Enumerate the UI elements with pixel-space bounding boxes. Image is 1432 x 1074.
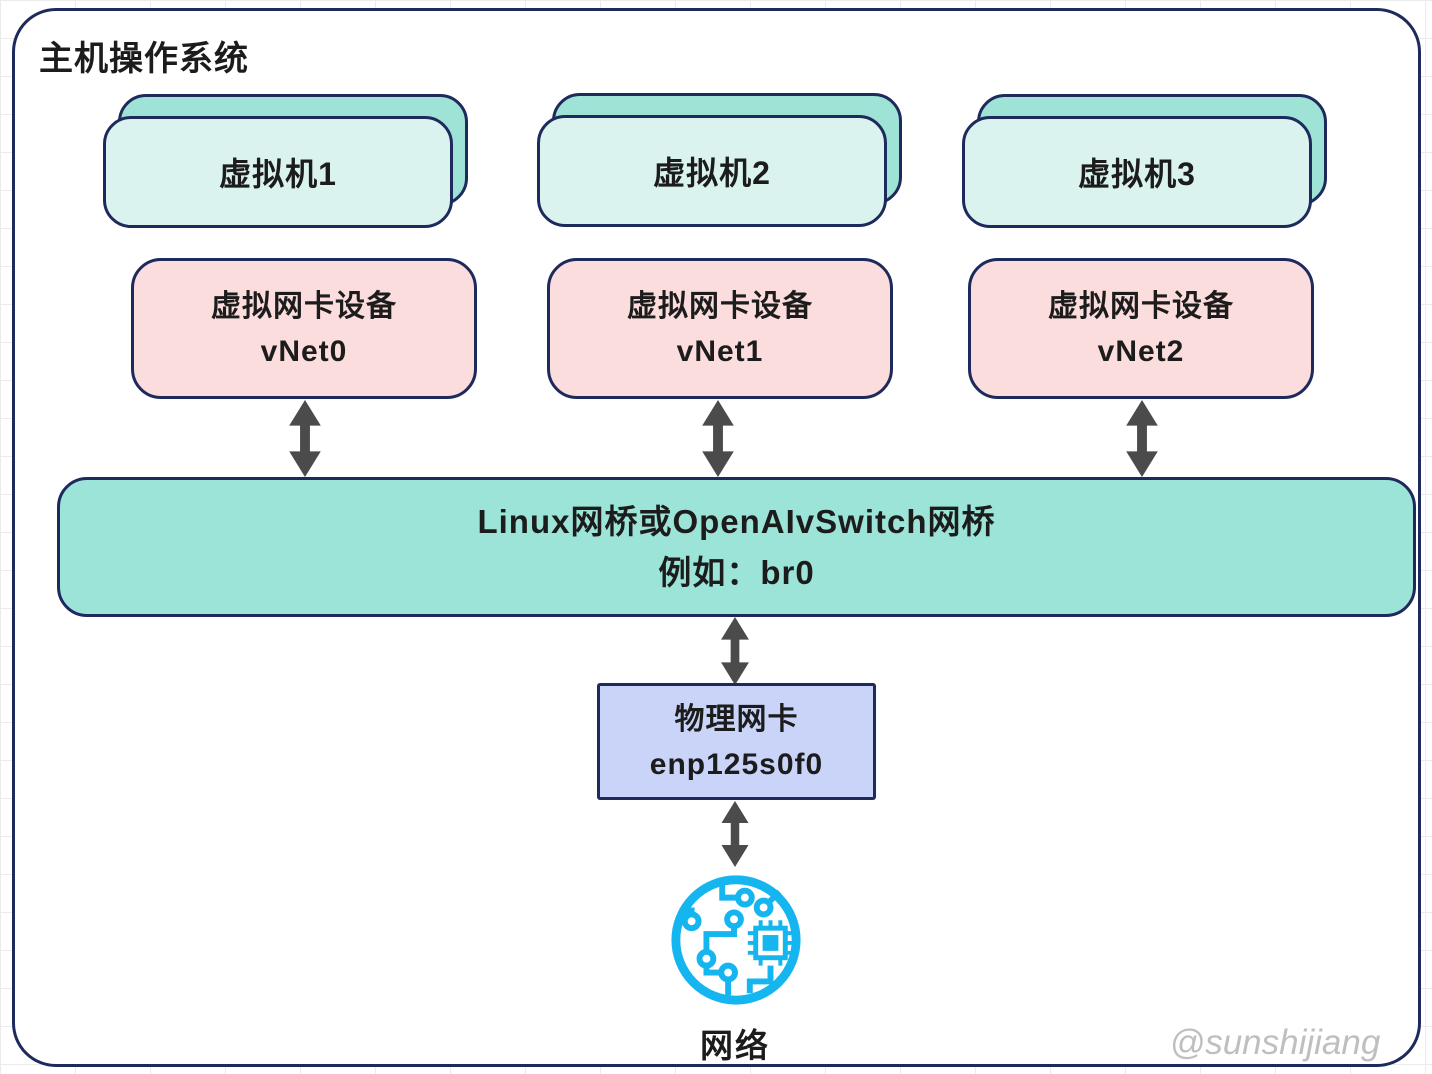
- arrow-vnet0-bridge-icon: [287, 400, 323, 477]
- vm1-label: 虚拟机1: [219, 156, 337, 192]
- vnic0-line1: 虚拟网卡设备: [211, 289, 397, 323]
- bridge-box: Linux网桥或OpenAIvSwitch网桥 例如：br0: [57, 477, 1416, 617]
- vnic2-line2: vNet2: [1097, 334, 1185, 368]
- host-os-title: 主机操作系统: [39, 40, 249, 78]
- vnic1-box: 虚拟网卡设备 vNet1: [547, 258, 893, 399]
- physical-nic-line2: enp125s0f0: [649, 747, 824, 781]
- watermark: @sunshijiang: [1169, 1023, 1381, 1062]
- bridge-line2: 例如：br0: [658, 554, 815, 591]
- vm3-label: 虚拟机3: [1078, 156, 1196, 192]
- arrow-vnet2-bridge-icon: [1124, 400, 1160, 477]
- vnic0-line2: vNet0: [260, 334, 348, 368]
- vm1-card: 虚拟机1: [103, 116, 453, 228]
- physical-nic-line1: 物理网卡: [674, 702, 799, 736]
- vm2-label: 虚拟机2: [653, 155, 771, 191]
- vm1-stack: 虚拟机1: [103, 94, 469, 229]
- circuit-board-network-icon: [667, 871, 805, 1009]
- host-os-container: 主机操作系统 虚拟机1 虚拟机2 虚拟机3 虚拟网卡设备 vNet0 虚拟网: [12, 8, 1421, 1067]
- arrow-bridge-nic-icon: [717, 617, 753, 685]
- arrow-nic-network-icon: [717, 801, 753, 867]
- vm2-card: 虚拟机2: [537, 115, 887, 227]
- bridge-line1: Linux网桥或OpenAIvSwitch网桥: [477, 502, 996, 540]
- vnic0-box: 虚拟网卡设备 vNet0: [131, 258, 477, 399]
- arrow-vnet1-bridge-icon: [700, 400, 736, 477]
- vm3-stack: 虚拟机3: [962, 94, 1328, 229]
- vm2-stack: 虚拟机2: [537, 93, 903, 228]
- vm3-card: 虚拟机3: [962, 116, 1312, 228]
- network-label: 网络: [700, 1027, 770, 1064]
- vnic2-line1: 虚拟网卡设备: [1048, 289, 1234, 323]
- physical-nic-box: 物理网卡 enp125s0f0: [597, 683, 876, 800]
- vnic2-box: 虚拟网卡设备 vNet2: [968, 258, 1314, 399]
- vnic1-line2: vNet1: [676, 334, 764, 368]
- vnic1-line1: 虚拟网卡设备: [627, 289, 813, 323]
